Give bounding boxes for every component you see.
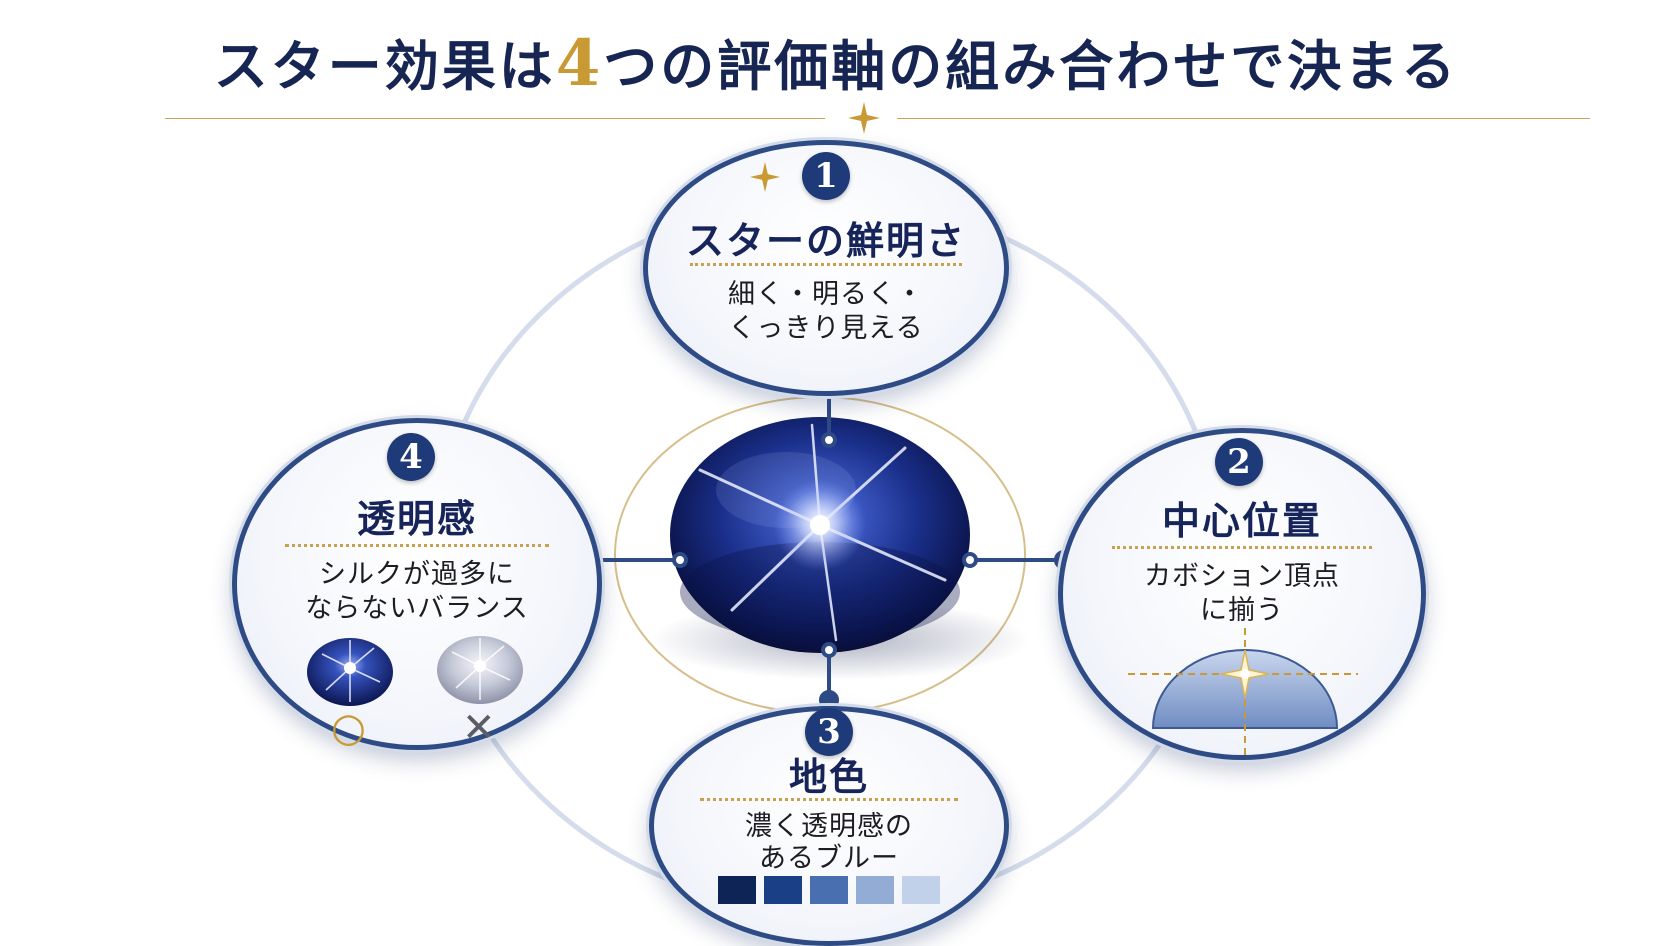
cabochon-dome-illustration <box>1128 628 1358 756</box>
criterion-desc-1b: くっきり見える <box>728 313 924 344</box>
criterion-title-3: 地色 <box>788 754 869 799</box>
blue-swatch <box>764 876 802 904</box>
blue-swatch <box>902 876 940 904</box>
criterion-desc-2a: カボション頂点 <box>1144 561 1340 592</box>
blue-swatch <box>810 876 848 904</box>
page-title: スター効果は4つの評価軸の組み合わせで決まる <box>0 28 1672 102</box>
criterion-bubble-1 <box>643 140 1009 396</box>
title-suffix: つの評価軸の組み合わせで決まる <box>603 34 1459 98</box>
criterion-number-4: 4 <box>387 433 435 481</box>
criterion-divider-3 <box>700 798 958 801</box>
criterion-title-2: 中心位置 <box>1161 498 1322 543</box>
criterion-number-3: 3 <box>805 708 853 756</box>
sparkle-icon <box>848 102 880 134</box>
transparency-examples <box>307 636 523 706</box>
criterion-desc-3b: あるブルー <box>759 843 899 874</box>
criterion-desc-4a: シルクが過多に <box>319 559 515 590</box>
criterion-desc-3a: 濃く透明感の <box>745 811 913 842</box>
criterion-title-1: スターの鮮明さ <box>685 218 966 263</box>
criterion-number-1: 1 <box>802 152 850 200</box>
criterion-desc-1a: 細く・明るく・ <box>728 279 924 310</box>
good-mark-icon: ○ <box>331 705 366 751</box>
title-rule-right <box>897 118 1590 119</box>
sparkle-icon <box>749 161 781 193</box>
title-number: 4 <box>555 26 604 101</box>
title-rule-left <box>165 118 825 119</box>
criterion-divider-4 <box>285 544 549 547</box>
criterion-desc-4b: ならないバランス <box>305 593 529 624</box>
criterion-divider-2 <box>1112 546 1372 549</box>
criterion-number-2: 2 <box>1215 438 1263 486</box>
bad-mark-icon: ✕ <box>462 705 496 751</box>
criterion-divider-1 <box>690 263 962 266</box>
criterion-title-4: 透明感 <box>356 496 477 541</box>
blue-swatch <box>718 876 756 904</box>
blue-swatch <box>856 876 894 904</box>
title-prefix: スター効果は <box>213 34 556 98</box>
criterion-desc-2b: に揃う <box>1200 595 1284 626</box>
